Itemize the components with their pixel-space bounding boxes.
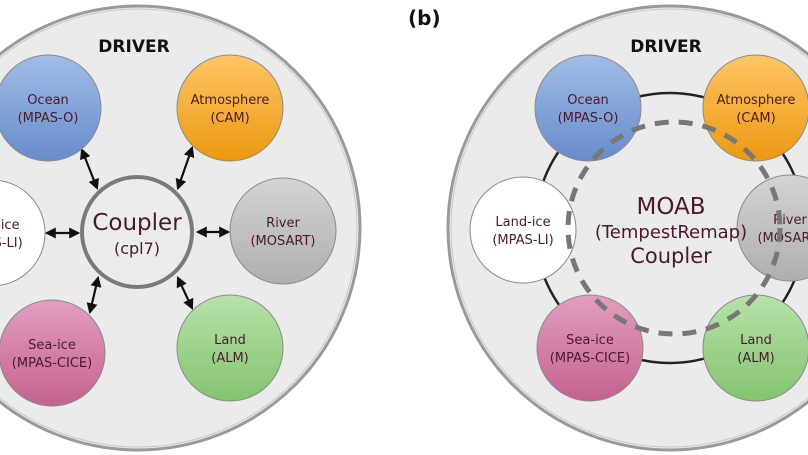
driver-label: DRIVER — [98, 37, 169, 57]
component-name: Land-ice — [495, 215, 550, 230]
component-name: Land — [214, 333, 246, 348]
coupler-line1: MOAB — [636, 194, 705, 220]
component-land: Land (ALM) — [176, 294, 284, 402]
component-circle — [536, 294, 644, 402]
component-sea-ice: Sea-ice (MPAS-CICE) — [536, 294, 644, 402]
component-name: Atmosphere — [191, 93, 270, 108]
moab-coupler-ring — [565, 119, 783, 337]
component-circle — [0, 299, 106, 407]
component-name: River — [266, 216, 300, 231]
panel-b-label: (b) — [408, 6, 441, 30]
component-name: Sea-ice — [28, 338, 76, 353]
component-circle — [702, 294, 808, 402]
component-model: (MPAS-CICE) — [12, 356, 92, 371]
component-name: Land — [740, 333, 772, 348]
component-model: (MPAS-O) — [558, 111, 619, 126]
panel-b: DRIVER Ocean (MPAS-O) Atmosphere (CAM) Land-i… — [446, 4, 808, 452]
coupler-sub: (cpl7) — [114, 239, 160, 258]
component-model: (MPAS-O) — [18, 111, 79, 126]
component-model: (MPAS-LI) — [492, 233, 553, 248]
component-name: Ocean — [27, 93, 69, 108]
component-circle — [736, 174, 808, 282]
component-circle — [534, 54, 642, 162]
component-land-ice: Land-ice (MPAS-LI) — [469, 176, 577, 284]
component-model: (ALM) — [737, 351, 775, 366]
component-name: Land-ice — [0, 218, 20, 233]
exchange-arrow — [175, 145, 195, 191]
panel-a: DRIVER Ocean (MPAS-O) Atmosphere (CAM) Land-i… — [0, 4, 362, 452]
component-circle — [0, 54, 102, 162]
component-river: River (MOSART) — [229, 177, 337, 285]
exchange-arrow — [176, 276, 194, 310]
driver-label: DRIVER — [630, 37, 701, 57]
component-model: (CAM) — [210, 111, 249, 126]
coupler-line2: (TempestRemap) — [595, 222, 747, 243]
component-sea-ice: Sea-ice (MPAS-CICE) — [0, 299, 106, 407]
component-model: (MOSART) — [757, 231, 808, 246]
component-land-ice: Land-ice (MPAS-LI) — [0, 180, 46, 286]
component-ocean: Ocean (MPAS-O) — [0, 54, 102, 162]
component-atmosphere: Atmosphere (CAM) — [176, 54, 284, 162]
component-circle — [229, 177, 337, 285]
component-circle — [0, 180, 46, 286]
component-name: Sea-ice — [566, 333, 614, 348]
component-model: (ALM) — [211, 351, 249, 366]
component-name: Atmosphere — [717, 93, 796, 108]
component-model: (CAM) — [736, 111, 775, 126]
coupler-name: Coupler — [92, 210, 182, 236]
component-name: Ocean — [567, 93, 609, 108]
coupler-line3: Coupler — [630, 244, 712, 268]
coupler-moab: MOAB(TempestRemap)Coupler — [595, 194, 747, 268]
component-circle — [176, 294, 284, 402]
component-atmosphere: Atmosphere (CAM) — [702, 54, 808, 162]
exchange-arrow — [86, 275, 102, 315]
component-circle — [469, 176, 577, 284]
component-model: (MPAS-CICE) — [550, 351, 630, 366]
component-circle — [176, 54, 284, 162]
exchange-arrow — [80, 147, 99, 191]
component-model: (MOSART) — [250, 234, 315, 249]
component-model: (MPAS-LI) — [0, 236, 23, 251]
component-circle — [702, 54, 808, 162]
coupler-cpl7: Coupler (cpl7) — [80, 175, 194, 289]
component-land: Land (ALM) — [702, 294, 808, 402]
component-ocean: Ocean (MPAS-O) — [534, 54, 642, 162]
